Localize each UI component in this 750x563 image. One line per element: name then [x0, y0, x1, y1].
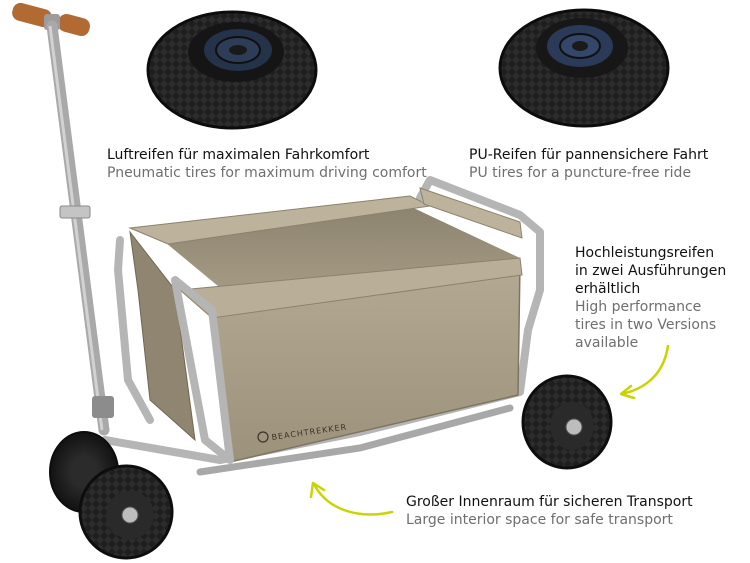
- front-right-wheel: [78, 464, 174, 560]
- caption-high-performance: Hochleistungsreifen in zwei Ausführungen…: [575, 244, 726, 352]
- caption-hp-en-line-2: tires in two Versions: [575, 317, 717, 333]
- arrow-to-tires-icon: [619, 344, 670, 400]
- wagon-body: BEACHTREKKER: [128, 187, 523, 464]
- rear-wheel: [521, 374, 613, 470]
- arrow-to-interior-icon: [309, 481, 394, 516]
- caption-pneumatic-de: Luftreifen für maximalen Fahrkomfort: [107, 147, 370, 163]
- caption-hp-en-line-1: High performance: [575, 299, 702, 315]
- caption-pu-de: PU-Reifen für pannensichere Fahrt: [469, 147, 709, 163]
- caption-pneumatic-en: Pneumatic tires for maximum driving comf…: [107, 165, 427, 181]
- wagon-handle: [12, 2, 114, 436]
- pu-tire-image: [498, 8, 670, 128]
- caption-pneumatic-tires: Luftreifen für maximalen Fahrkomfort Pne…: [107, 146, 427, 182]
- caption-hp-de-line-3: erhältlich: [575, 281, 641, 297]
- caption-pu-en: PU tires for a puncture-free ride: [469, 165, 692, 181]
- caption-hp-en-line-3: available: [575, 335, 639, 351]
- caption-interior-de: Großer Innenraum für sicheren Transport: [406, 494, 693, 510]
- caption-hp-de-line-1: Hochleistungsreifen: [575, 245, 715, 261]
- caption-interior-en: Large interior space for safe transport: [406, 512, 673, 528]
- caption-interior: Großer Innenraum für sicheren Transport …: [406, 493, 693, 529]
- caption-hp-de-line-2: in zwei Ausführungen: [575, 263, 727, 279]
- pneumatic-tire-image: [146, 10, 318, 130]
- caption-pu-tires: PU-Reifen für pannensichere Fahrt PU tir…: [469, 146, 708, 182]
